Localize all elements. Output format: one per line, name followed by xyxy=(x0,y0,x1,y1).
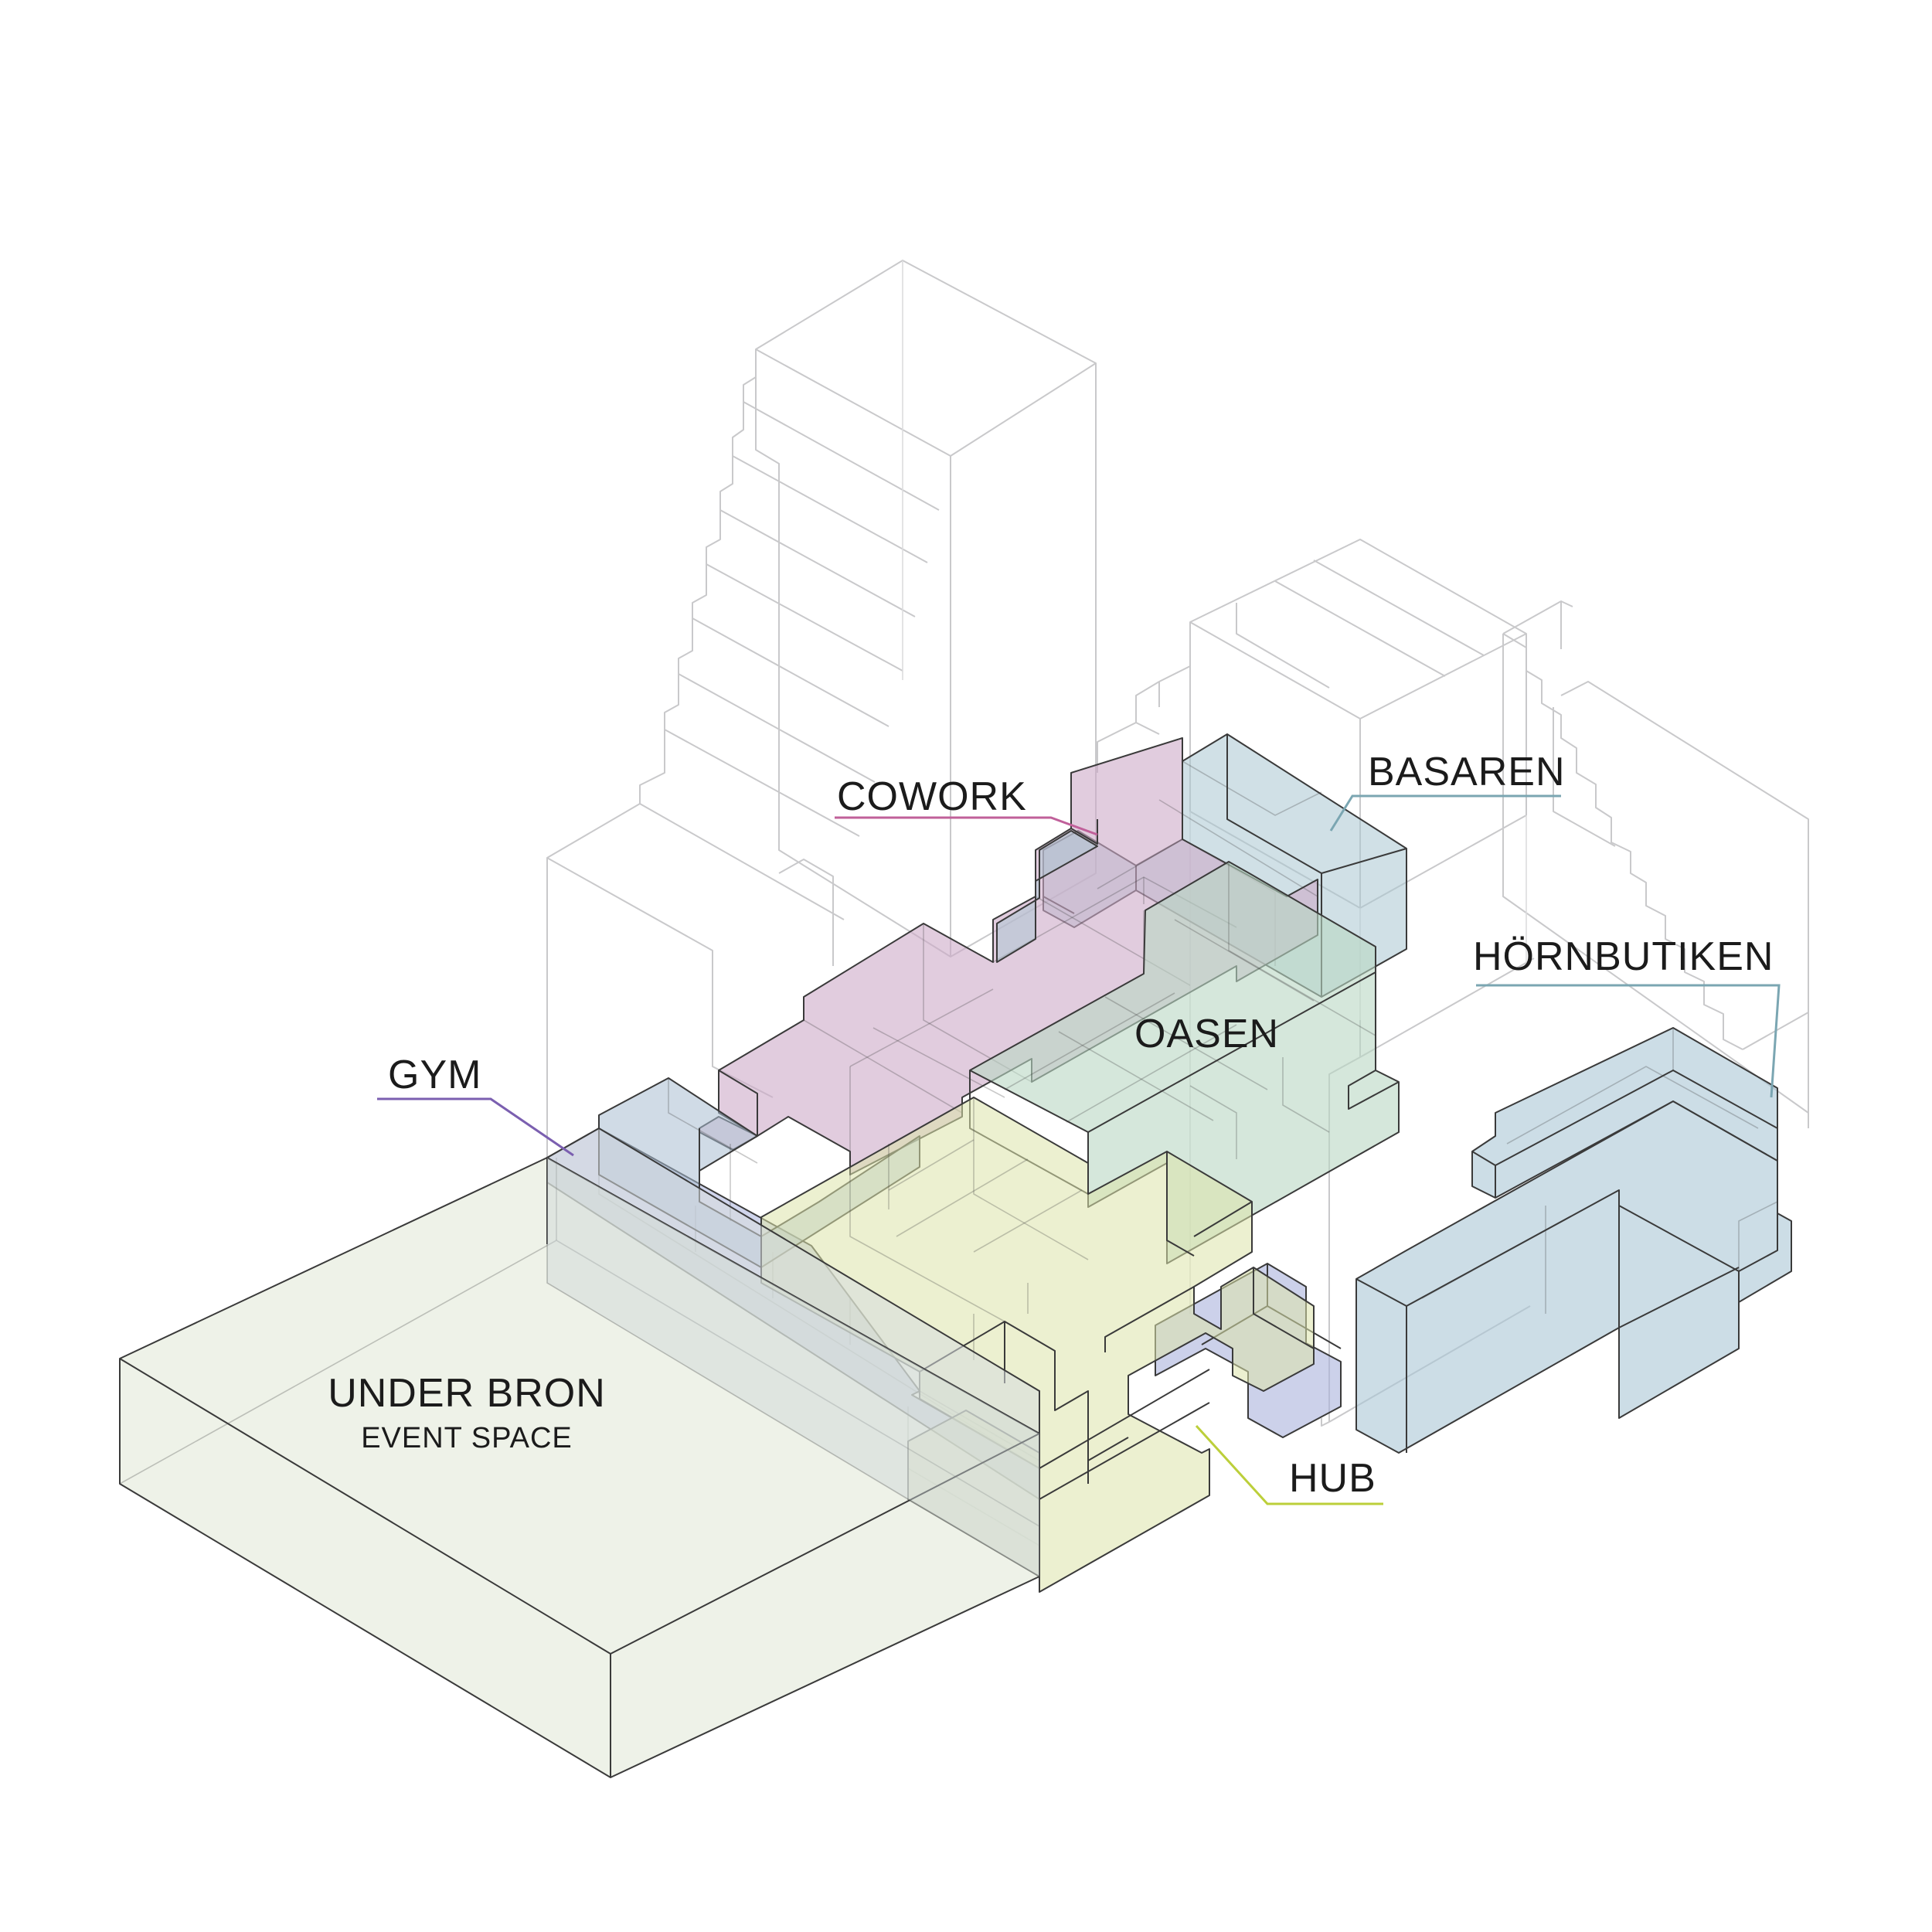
volume-under-bron xyxy=(119,1127,1040,1778)
volume-hornbutiken xyxy=(1355,1027,1792,1454)
volume-basaren-link xyxy=(996,830,1098,963)
context-building-right xyxy=(1097,539,1809,1427)
program-volumes xyxy=(119,733,1792,1778)
label-cowork: COWORK xyxy=(837,774,1027,819)
basaren-leader xyxy=(1329,794,1561,832)
label-event-space: EVENT SPACE xyxy=(361,1422,573,1454)
label-hornbutiken: HÖRNBUTIKEN xyxy=(1473,934,1774,979)
label-gym: GYM xyxy=(388,1053,481,1097)
leader-lines xyxy=(377,794,1781,1505)
labels: COWORK BASAREN HÖRNBUTIKEN OASEN GYM UND… xyxy=(328,750,1774,1501)
cowork-leader xyxy=(835,816,1098,836)
gym-leader xyxy=(377,1097,574,1157)
label-basaren: BASAREN xyxy=(1368,750,1566,794)
hornbutiken-leader xyxy=(1476,984,1781,1098)
label-hub: HUB xyxy=(1289,1456,1376,1501)
label-oasen: OASEN xyxy=(1134,1012,1279,1056)
hub-leader xyxy=(1195,1424,1383,1505)
label-under-bron: UNDER BRON xyxy=(328,1371,606,1416)
context-buildings xyxy=(546,260,1809,1427)
